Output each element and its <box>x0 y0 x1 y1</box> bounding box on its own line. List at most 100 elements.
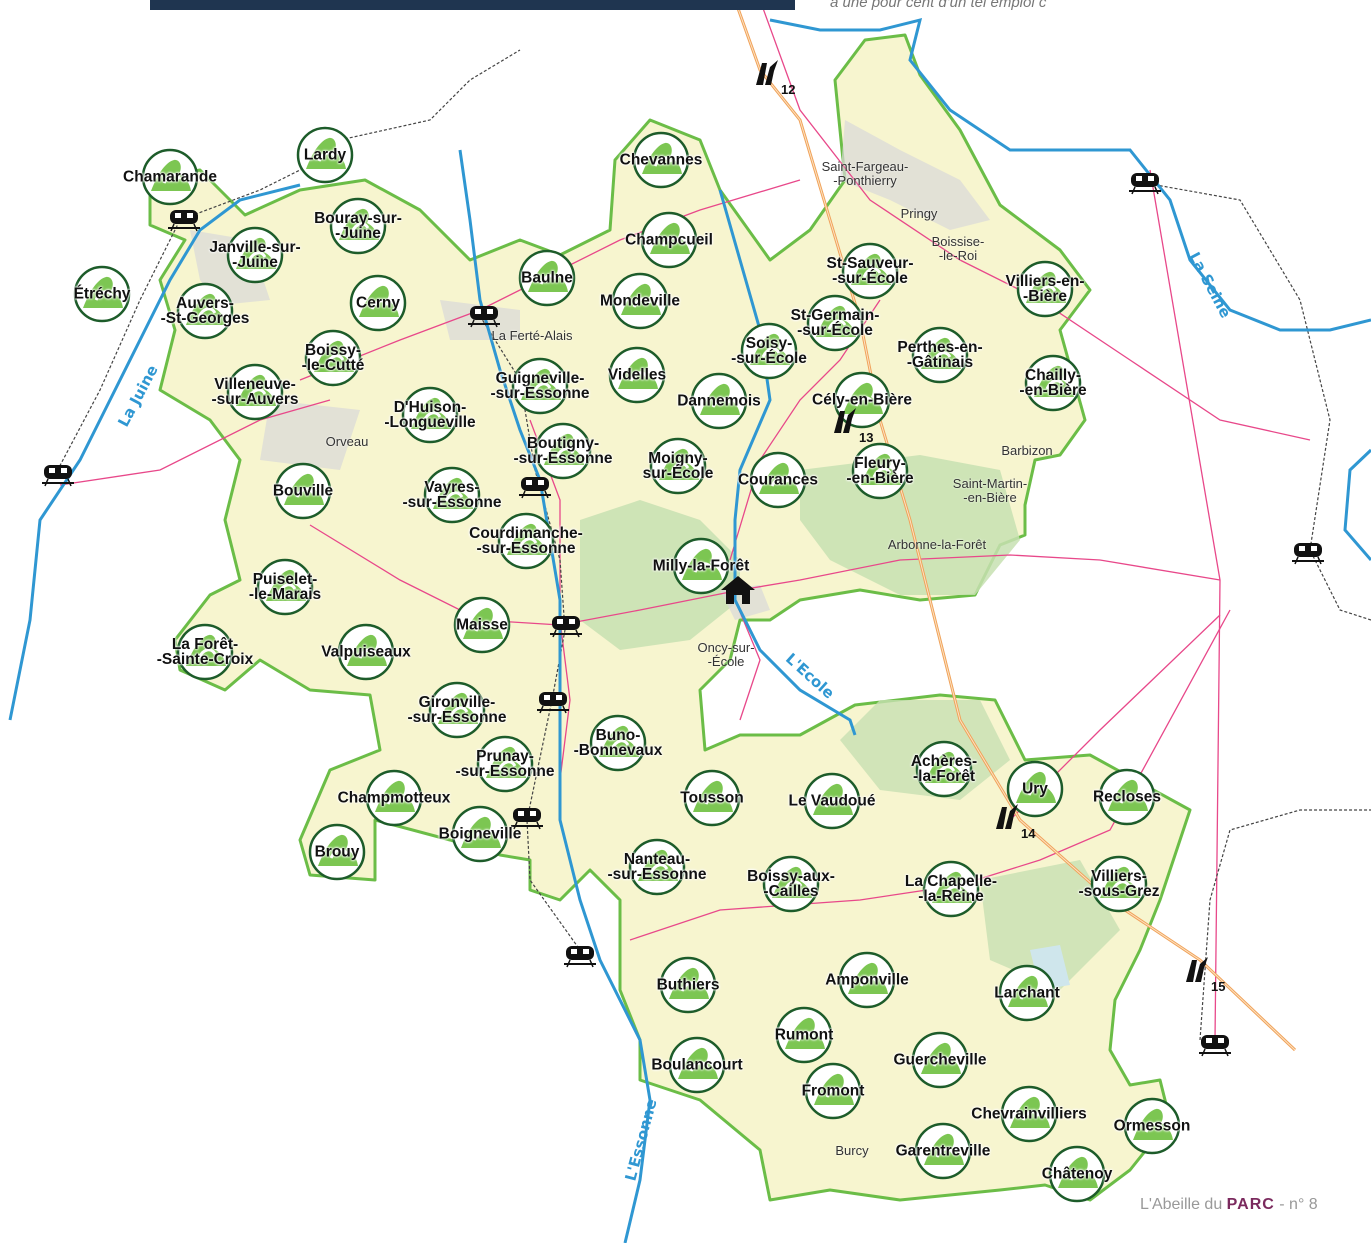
commune-badge-icon <box>915 740 973 798</box>
commune-label[interactable]: Chailly- -en-Bière <box>1019 367 1087 399</box>
commune-label[interactable]: Milly-la-Forêt <box>652 557 750 575</box>
railway-stations <box>42 173 1324 1057</box>
commune-label[interactable]: Prunay- -sur-Essonne <box>455 748 555 780</box>
commune-label[interactable]: Mondeville <box>599 292 681 310</box>
train-station-icon <box>1129 173 1161 195</box>
commune-label[interactable]: Boigneville <box>438 825 522 843</box>
commune-badge-icon <box>659 956 717 1014</box>
motorway-exit-number: 14 <box>1021 826 1036 841</box>
commune-label[interactable]: Chevrainvilliers <box>971 1105 1087 1123</box>
commune-label[interactable]: Recloses <box>1092 788 1162 806</box>
commune-label[interactable]: Puiselet- -le-Marais <box>248 571 322 603</box>
commune-label[interactable]: Chamarande <box>123 168 217 186</box>
commune-label[interactable]: Lardy <box>303 146 347 164</box>
commune-label[interactable]: Châtenoy <box>1041 1165 1113 1183</box>
commune-label[interactable]: Bouray-sur- -Juine <box>314 210 402 242</box>
commune-badge-icon <box>1098 768 1156 826</box>
commune-badge-icon <box>337 623 395 681</box>
train-station-icon <box>1199 1035 1231 1057</box>
commune-badge-icon <box>762 855 820 913</box>
commune-label[interactable]: Villiers- -sous-Grez <box>1078 868 1160 900</box>
footer-credit: L'Abeille du PARC - n° 8 <box>1140 1196 1318 1214</box>
commune-label[interactable]: La Chapelle- -la-Reine <box>904 873 998 905</box>
commune-label[interactable]: Janville-sur- -Juine <box>209 239 301 271</box>
commune-label[interactable]: D'Huison- -Longueville <box>384 399 476 431</box>
commune-label[interactable]: Cély-en-Bière <box>812 391 912 409</box>
commune-badge-icon <box>628 838 686 896</box>
commune-label[interactable]: Vayres- -sur-Essonne <box>402 479 502 511</box>
commune-label[interactable]: Ormesson <box>1113 1117 1191 1135</box>
commune-label[interactable]: Moigny- sur-École <box>642 450 714 482</box>
commune-label[interactable]: Buthiers <box>656 976 720 994</box>
commune-label[interactable]: Dannemois <box>677 392 761 410</box>
commune-label[interactable]: Achères- -la-Forêt <box>910 753 978 785</box>
commune-label[interactable]: Larchant <box>994 984 1060 1002</box>
commune-label[interactable]: Rumont <box>774 1026 834 1044</box>
commune-label[interactable]: Gironville- -sur-Essonne <box>407 694 507 726</box>
train-station-icon <box>564 946 596 968</box>
commune-label[interactable]: Villeneuve- -sur-Auvers <box>211 376 299 408</box>
train-station-icon <box>537 692 569 714</box>
commune-label[interactable]: Guigneville- -sur-Essonne <box>490 370 590 402</box>
commune-label[interactable]: St-Sauveur- -sur-École <box>826 255 914 287</box>
park-territory <box>148 33 1192 1202</box>
header-photo-strip <box>150 0 795 10</box>
commune-label[interactable]: Perthes-en- -Gâtinais <box>897 339 983 371</box>
commune-badge-icon <box>1123 1097 1181 1155</box>
commune-badge-icon <box>611 272 669 330</box>
motorway-exit-number: 13 <box>859 430 874 445</box>
commune-label[interactable]: Bouville <box>272 482 334 500</box>
commune-label[interactable]: Soisy- -sur-École <box>731 335 807 367</box>
commune-badge-icon <box>740 322 798 380</box>
place-label: Oncy-sur- -École <box>697 640 755 669</box>
commune-label[interactable]: Maisse <box>456 616 508 634</box>
commune-label[interactable]: Cerny <box>356 294 400 312</box>
commune-label[interactable]: Nanteau- -sur-Essonne <box>607 851 707 883</box>
commune-label[interactable]: Champmotteux <box>337 789 451 807</box>
commune-badge-icon <box>911 326 969 384</box>
commune-label[interactable]: Amponville <box>825 971 909 989</box>
commune-label[interactable]: Courances <box>737 471 819 489</box>
commune-label[interactable]: Buno- -Bonnevaux <box>573 727 663 759</box>
commune-badge-icon <box>690 372 748 430</box>
commune-label[interactable]: Garentreville <box>895 1142 991 1160</box>
commune-label[interactable]: Tousson <box>680 789 744 807</box>
commune-badge-icon <box>176 623 234 681</box>
commune-label[interactable]: Boissy-aux- -Cailles <box>747 868 835 900</box>
commune-label[interactable]: Chevannes <box>619 151 703 169</box>
commune-label[interactable]: Boutigny- -sur-Essonne <box>513 435 613 467</box>
commune-label[interactable]: Le Vaudoué <box>788 792 876 810</box>
commune-label[interactable]: Courdimanche- -sur-Essonne <box>469 525 583 557</box>
commune-label[interactable]: La Forêt- -Sainte-Croix <box>156 636 254 668</box>
commune-label[interactable]: Étréchy <box>73 285 131 303</box>
commune-badge-icon <box>911 1031 969 1089</box>
commune-label[interactable]: Fleury- -en-Bière <box>846 455 914 487</box>
commune-label[interactable]: Valpuiseaux <box>321 643 411 661</box>
commune-badge-icon <box>423 466 481 524</box>
train-station-icon <box>468 306 500 328</box>
commune-label[interactable]: Boissy- -le-Cutté <box>301 342 365 374</box>
commune-badge-icon <box>365 769 423 827</box>
commune-label[interactable]: Villiers-en- -Bière <box>1005 273 1085 305</box>
commune-label[interactable]: St-Germain- -sur-École <box>790 307 880 339</box>
commune-badge-icon <box>1048 1145 1106 1203</box>
commune-label[interactable]: Baulne <box>521 269 573 287</box>
commune-label[interactable]: Brouy <box>314 843 360 861</box>
commune-badge-icon <box>1000 1085 1058 1143</box>
footer-prefix: L'Abeille du <box>1140 1196 1227 1213</box>
commune-badge-icon <box>804 1062 862 1120</box>
commune-label[interactable]: Champcueil <box>625 231 713 249</box>
commune-label[interactable]: Guercheville <box>893 1051 987 1069</box>
motorway-exit-icon <box>996 804 1018 829</box>
place-label: Saint-Fargeau- -Ponthierry <box>821 159 909 188</box>
commune-badge-icon <box>803 772 861 830</box>
commune-label[interactable]: Fromont <box>801 1082 865 1100</box>
train-station-icon <box>168 210 200 232</box>
commune-label[interactable]: Ury <box>1022 780 1048 798</box>
commune-badge-icon <box>841 242 899 300</box>
commune-label[interactable]: Videlles <box>607 366 667 384</box>
commune-badges <box>73 126 1181 1203</box>
commune-label[interactable]: Boulancourt <box>651 1056 743 1074</box>
commune-label[interactable]: Auvers- -St-Georges <box>160 295 250 327</box>
